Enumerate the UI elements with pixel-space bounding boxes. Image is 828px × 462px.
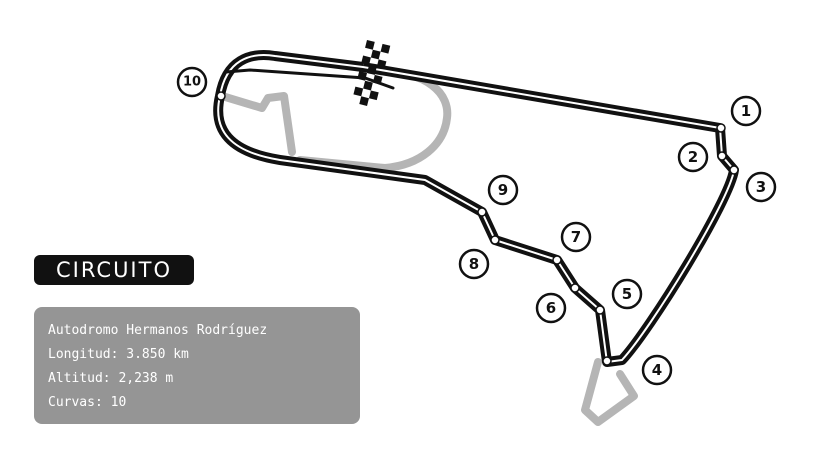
svg-text:6: 6	[546, 299, 556, 317]
corner-dot-7	[552, 255, 562, 265]
turn-label-10: 10	[176, 66, 208, 98]
corner-dot-4	[602, 356, 612, 366]
svg-text:7: 7	[571, 228, 581, 246]
turn-label-6: 6	[535, 292, 567, 324]
circuit-info-panel: Autodromo Hermanos Rodríguez Longitud: 3…	[34, 307, 360, 424]
turn-label-3: 3	[745, 171, 777, 203]
corner-dot-8	[490, 235, 500, 245]
svg-text:9: 9	[498, 181, 508, 199]
circuit-title-badge: CIRCUITO	[34, 255, 194, 285]
turn-label-5: 5	[611, 278, 643, 310]
turn-label-4: 4	[641, 354, 673, 386]
circuit-altitude: Altitud: 2,238 m	[48, 371, 174, 386]
old-peraltada-section	[581, 358, 638, 426]
corner-dot-10	[216, 91, 226, 101]
svg-text:3: 3	[756, 178, 766, 196]
corner-markers	[216, 91, 739, 366]
corner-dot-6	[570, 283, 580, 293]
svg-text:10: 10	[183, 75, 201, 90]
old-hairpin-section	[218, 92, 296, 156]
circuit-corners: Curvas: 10	[48, 395, 127, 410]
svg-text:5: 5	[622, 285, 632, 303]
turn-label-2: 2	[677, 141, 709, 173]
corner-dot-3	[729, 165, 739, 175]
turn-label-9: 9	[487, 174, 519, 206]
svg-text:2: 2	[688, 148, 698, 166]
svg-text:8: 8	[469, 255, 479, 273]
corner-dot-1	[716, 123, 726, 133]
checkered-flag-icon	[353, 40, 391, 106]
circuit-name: Autodromo Hermanos Rodríguez	[48, 323, 268, 338]
turn-label-8: 8	[458, 248, 490, 280]
circuit-length: Longitud: 3.850 km	[48, 347, 189, 362]
old-stadium-section	[296, 66, 452, 172]
svg-text:4: 4	[652, 361, 662, 379]
corner-dot-5	[595, 305, 605, 315]
turn-label-7: 7	[560, 221, 592, 253]
corner-dot-2	[717, 151, 727, 161]
turn-label-1: 1	[730, 95, 762, 127]
svg-text:1: 1	[741, 102, 751, 120]
corner-dot-9	[477, 207, 487, 217]
